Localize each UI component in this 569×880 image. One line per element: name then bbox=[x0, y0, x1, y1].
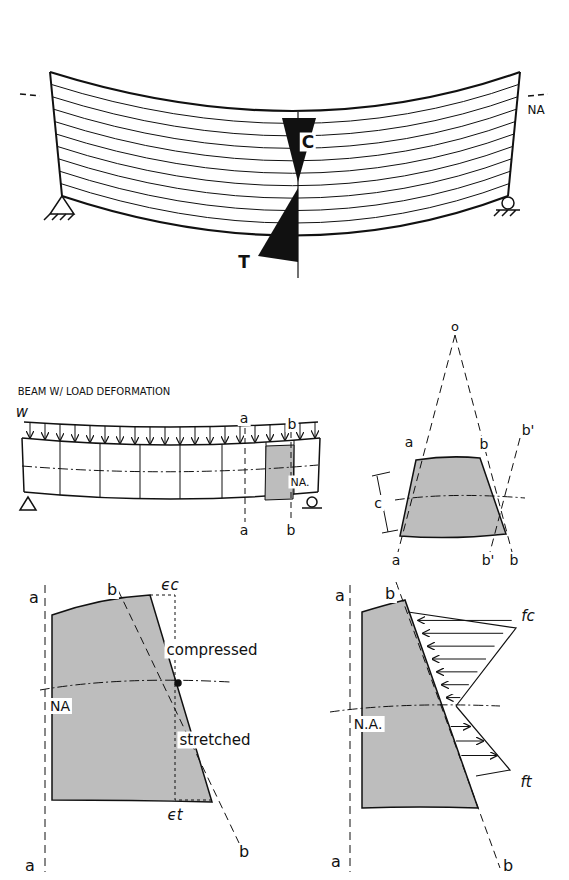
diagram-label: b bbox=[286, 416, 299, 432]
stroke bbox=[428, 646, 495, 647]
deflected-beam bbox=[20, 72, 548, 278]
diagram-label: fc bbox=[519, 608, 537, 625]
stroke bbox=[451, 726, 470, 727]
stroke bbox=[30, 422, 31, 437]
stroke bbox=[456, 741, 483, 742]
stroke bbox=[180, 427, 181, 444]
diagram-label: b bbox=[237, 843, 251, 861]
stroke bbox=[225, 426, 226, 443]
stroke bbox=[210, 427, 211, 444]
stroke bbox=[90, 425, 91, 441]
diagram-label: T bbox=[236, 253, 252, 272]
diagram-label: ft bbox=[518, 774, 533, 791]
diagram-label: stretched bbox=[177, 732, 252, 749]
diagram-label: b bbox=[508, 552, 521, 568]
stroke bbox=[270, 425, 271, 441]
diagram-label: b bbox=[501, 857, 515, 875]
stroke bbox=[447, 697, 461, 698]
stroke bbox=[461, 755, 496, 756]
diagram-label: a bbox=[390, 552, 403, 568]
diagram-label: b bbox=[383, 585, 397, 603]
stroke bbox=[240, 426, 241, 443]
diagram-label: a bbox=[238, 410, 251, 426]
stroke bbox=[442, 684, 469, 685]
diagram-label: BEAM W/ LOAD DEFORMATION bbox=[16, 386, 173, 398]
diagram-label: c bbox=[372, 495, 384, 511]
diagram-label: a bbox=[329, 853, 343, 871]
diagram-label: ϵt bbox=[165, 807, 184, 824]
stroke bbox=[135, 427, 136, 444]
diagram-label: a bbox=[403, 434, 416, 450]
stroke bbox=[45, 423, 46, 439]
stroke bbox=[60, 424, 61, 440]
stroke bbox=[300, 423, 301, 438]
stroke bbox=[315, 422, 316, 437]
stroke bbox=[60, 441, 61, 495]
diagram-label: compressed bbox=[164, 642, 259, 659]
diagram-label: a bbox=[27, 589, 41, 607]
diagram-label: NA bbox=[525, 103, 546, 117]
diagram-label: C bbox=[300, 133, 316, 152]
stroke bbox=[195, 427, 196, 444]
stroke bbox=[75, 425, 76, 441]
stroke bbox=[150, 427, 151, 444]
diagram-label: b bbox=[285, 522, 298, 538]
diagram-label: NA bbox=[48, 698, 72, 714]
stroke bbox=[423, 633, 503, 634]
loaded-beam bbox=[20, 422, 322, 522]
diagram-label: a bbox=[333, 587, 347, 605]
diagram-label: b bbox=[478, 436, 491, 452]
diagram-label: a bbox=[238, 522, 251, 538]
diagram-label: b bbox=[105, 581, 119, 599]
diagram-label: o bbox=[449, 319, 461, 334]
element-rotation bbox=[372, 335, 525, 552]
diagram-label: ϵc bbox=[159, 577, 180, 594]
stroke bbox=[255, 425, 256, 441]
diagram-label: a bbox=[23, 857, 37, 875]
stress-element bbox=[330, 582, 516, 872]
stroke bbox=[433, 659, 486, 660]
stroke bbox=[437, 671, 477, 672]
stroke bbox=[165, 427, 166, 444]
stroke bbox=[418, 620, 511, 621]
strain-element bbox=[40, 585, 240, 872]
diagram-label: N.A. bbox=[352, 716, 385, 732]
diagram-label: NA. bbox=[288, 476, 311, 489]
diagram-label: w bbox=[14, 404, 30, 421]
stroke bbox=[120, 426, 121, 443]
diagram-label: b' bbox=[480, 552, 497, 568]
stroke bbox=[105, 426, 106, 443]
diagram-label: b' bbox=[520, 422, 537, 438]
